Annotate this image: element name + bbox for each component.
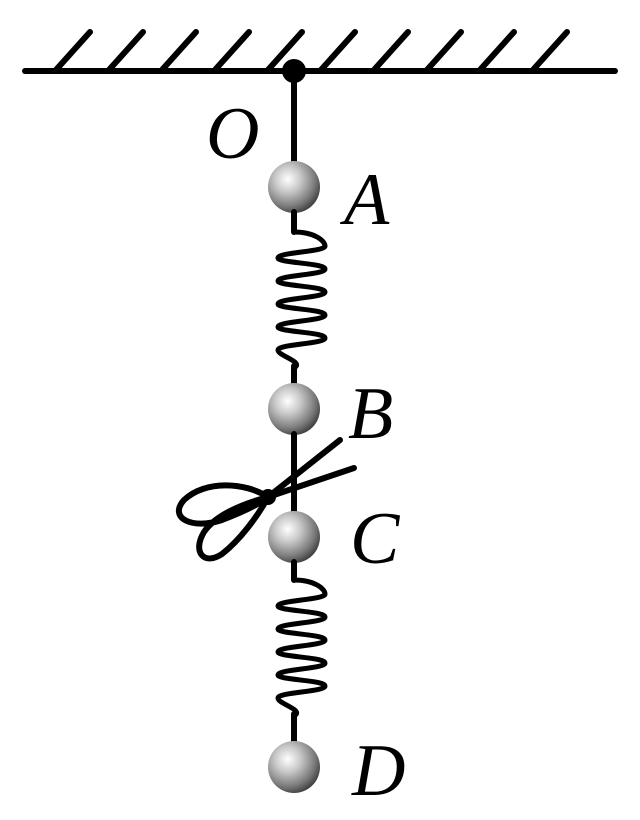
label-b: B: [348, 373, 393, 455]
ball-a: [268, 161, 320, 213]
ball-b: [268, 383, 320, 435]
ceiling-hatching: [52, 29, 570, 74]
label-a: A: [339, 159, 390, 241]
spring-cd: [275, 559, 328, 745]
scissors-icon: [175, 437, 357, 562]
ceiling-support: [22, 29, 618, 74]
label-c: C: [350, 498, 401, 580]
spring-ab: [275, 209, 328, 387]
label-d: D: [351, 730, 405, 812]
ball-d: [268, 741, 320, 793]
ball-c: [268, 511, 320, 563]
label-o: O: [206, 93, 259, 175]
